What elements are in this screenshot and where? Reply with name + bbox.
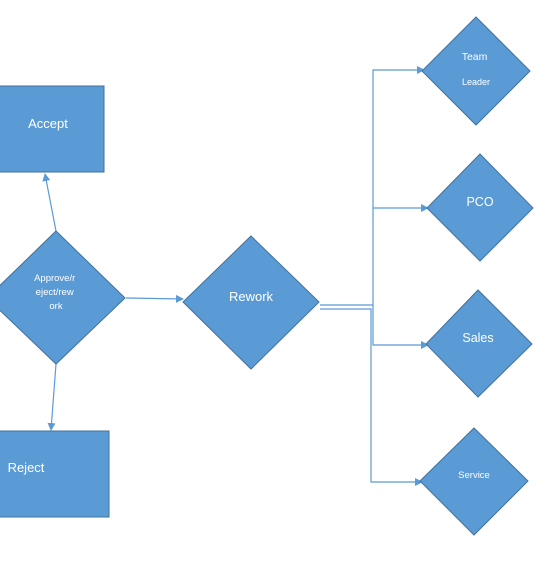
pco-label: PCO [466, 195, 493, 209]
accept-label: Accept [28, 116, 68, 131]
decision-label-line-1: Approve/r [34, 273, 75, 284]
decision-label-line-2: eject/rew [36, 287, 74, 298]
node-pco: PCO [426, 153, 534, 262]
sales-label: Sales [462, 331, 493, 345]
node-service: Service [419, 427, 529, 536]
node-accept: Accept [0, 85, 105, 173]
connector-rework-to-service [320, 308, 423, 486]
node-sales: Sales [425, 289, 533, 398]
pco-diamond [426, 153, 534, 262]
connector-decision-to-accept [42, 173, 57, 232]
service-diamond [419, 427, 529, 536]
reject-box [0, 430, 110, 518]
reject-label: Reject [8, 460, 45, 475]
connectors [42, 66, 429, 486]
team-leader-label-line-1: Team [462, 51, 488, 63]
rework-label: Rework [229, 289, 274, 304]
team-leader-label-line-2: Leader [462, 77, 490, 87]
service-label: Service [458, 470, 490, 481]
decision-diamond [0, 230, 126, 365]
connector-rework-to-team-leader [320, 66, 425, 306]
connector-rework-to-sales [372, 305, 429, 349]
node-team-leader: Team Leader [421, 16, 531, 126]
decision-label-line-3: ork [49, 301, 62, 312]
node-reject: Reject [0, 430, 110, 518]
decision-label: Approve/r eject/rew ork [34, 273, 78, 312]
connector-decision-to-rework [125, 294, 184, 303]
accept-box [0, 85, 105, 173]
team-leader-diamond [421, 16, 531, 126]
team-leader-label: Team Leader [462, 51, 491, 87]
rework-diamond [182, 235, 320, 370]
sales-diamond [425, 289, 533, 398]
connector-decision-to-reject [47, 363, 57, 431]
node-rework: Rework [182, 235, 320, 370]
node-decision: Approve/r eject/rew ork [0, 230, 126, 365]
